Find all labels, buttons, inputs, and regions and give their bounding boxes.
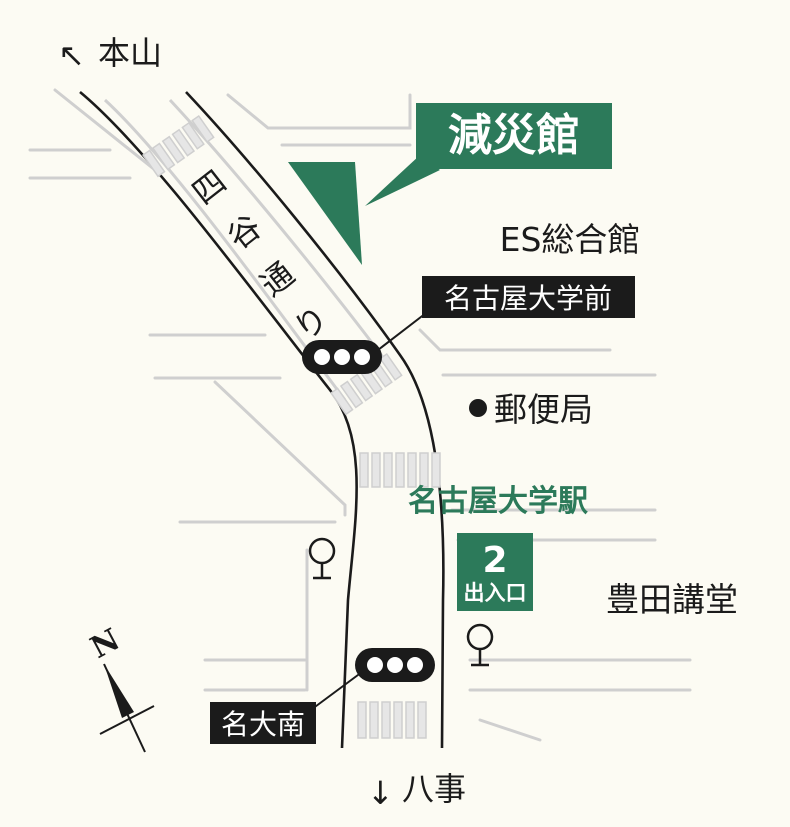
south-direction-label: 八事	[402, 770, 466, 808]
traffic-signal-meidai-mae: 名古屋大学前	[302, 276, 635, 374]
compass-north-label: N	[85, 622, 126, 666]
signal-label-meidai-minami: 名大南	[221, 708, 305, 741]
disaster-hall-label[interactable]: 減災館	[448, 110, 580, 161]
south-arrow: ↓	[367, 774, 394, 812]
street-char-2: 谷	[220, 207, 269, 257]
signal-label-box-2	[210, 702, 316, 744]
station-exit-2[interactable]: 2 出入口	[457, 533, 533, 611]
station-exit-text: 出入口	[464, 581, 527, 605]
post-office-label[interactable]: 郵便局	[494, 390, 593, 429]
signal-label-meidai-mae: 名古屋大学前	[444, 282, 612, 315]
bus-stop-icon	[466, 623, 494, 667]
north-west-direction-label: 本山	[98, 34, 162, 72]
traffic-signal-meidai-minami: 名大南	[210, 648, 435, 744]
street-char-3: 通	[253, 254, 302, 304]
bus-stop-icon	[308, 537, 336, 580]
side-roads	[28, 88, 692, 742]
disaster-hall-callout-box	[416, 103, 612, 169]
station-label[interactable]: 名古屋大学駅	[408, 484, 588, 519]
signal-label-box-1	[422, 276, 635, 318]
north-west-arrow: ↖	[58, 36, 85, 74]
toyoda-hall-label[interactable]: 豊田講堂	[606, 580, 738, 619]
north-arrow-icon: N	[85, 622, 155, 753]
station-exit-box	[457, 533, 533, 611]
street-char-1: 四	[185, 162, 234, 212]
es-hall-label[interactable]: ES総合館	[500, 220, 641, 259]
dot-icon	[469, 399, 487, 417]
station-exit-number: 2	[482, 540, 507, 581]
disaster-hall-building[interactable]	[288, 162, 362, 265]
